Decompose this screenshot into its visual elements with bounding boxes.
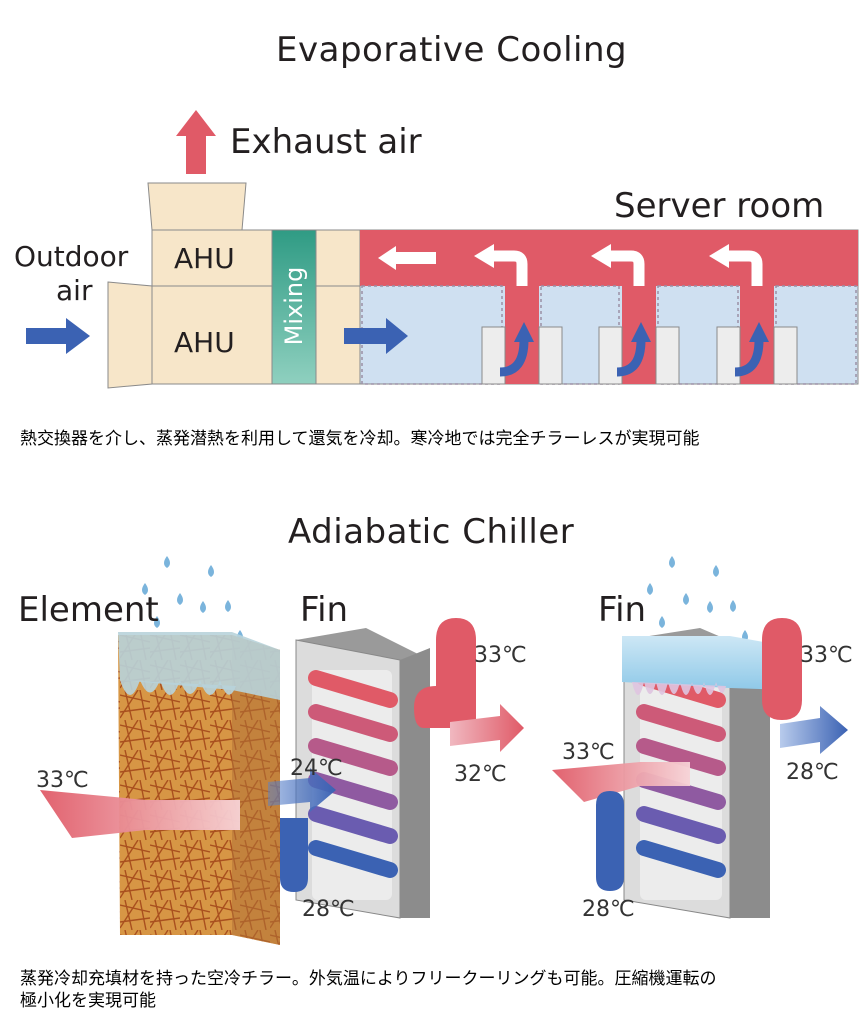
temp-inlet-left: 33℃: [36, 768, 89, 793]
ahu-bottom-label: AHU: [174, 326, 235, 359]
outdoor-air-arrow-icon: [26, 318, 90, 354]
exhaust-arrow-icon: [176, 110, 216, 174]
cold-supply-arrows-icon: [499, 339, 764, 377]
ahu-top-label: AHU: [174, 242, 235, 275]
hot-inlet-arrow-icon: [40, 790, 240, 838]
water-drops-right-icon: [647, 556, 748, 642]
element-label: Element: [18, 590, 159, 630]
mixing-label: Mixing: [280, 266, 308, 346]
exhaust-label: Exhaust air: [230, 122, 422, 162]
outdoor-label: Outdoor: [14, 240, 129, 273]
outdoor-air-label: air: [56, 274, 93, 307]
evap-caption: 熱交換器を介し、蒸発潜熱を利用して還気を冷却。寒冷地では完全チラーレスが実現可能: [20, 429, 700, 449]
fin-coil-left: [295, 628, 430, 919]
hot-inlet-arrow-right-icon: [552, 762, 690, 802]
fin-coil-right: [622, 628, 786, 919]
hot-return-arrows-icon: [492, 250, 763, 286]
temp-inlet-right: 33℃: [562, 740, 615, 765]
adiabatic-caption-line1: 蒸発冷却充填材を持った空冷チラー。外気温によりフリークーリングも可能。圧縮機運転…: [20, 969, 717, 989]
adiabatic-title: Adiabatic Chiller: [288, 512, 575, 552]
evaporative-element: [118, 632, 280, 945]
hot-outlet-arrow-icon: [450, 704, 524, 752]
hot-water-pipe-icon: [414, 618, 476, 728]
fin-left-label: Fin: [300, 590, 349, 630]
return-air-arrow-icon: [378, 246, 436, 270]
cold-outlet-arrow-right-icon: [780, 706, 848, 754]
evap-title: Evaporative Cooling: [276, 30, 628, 70]
temp-outlet-left: 32℃: [454, 762, 507, 787]
ahu-unit: [107, 182, 361, 389]
hot-water-pipe-right-icon: [762, 618, 802, 720]
cooled-air-arrow-icon: [268, 768, 336, 812]
cold-water-pipe-right-icon: [596, 791, 624, 891]
adiabatic-caption-line2: 極小化を実現可能: [20, 991, 156, 1011]
temp-water-bottom-right: 28℃: [582, 897, 635, 922]
temp-outlet-right: 28℃: [786, 760, 839, 785]
temp-water-bottom-left: 28℃: [302, 897, 355, 922]
temp-mid-left: 24℃: [290, 756, 343, 781]
temp-water-top-right: 33℃: [800, 643, 853, 668]
fin-right-label: Fin: [598, 590, 647, 630]
supply-air-arrow-icon: [344, 318, 408, 354]
server-room-label: Server room: [614, 186, 825, 226]
temp-water-top-left: 33℃: [474, 643, 527, 668]
cold-water-pipe-icon: [280, 818, 308, 892]
server-room: [359, 229, 859, 385]
